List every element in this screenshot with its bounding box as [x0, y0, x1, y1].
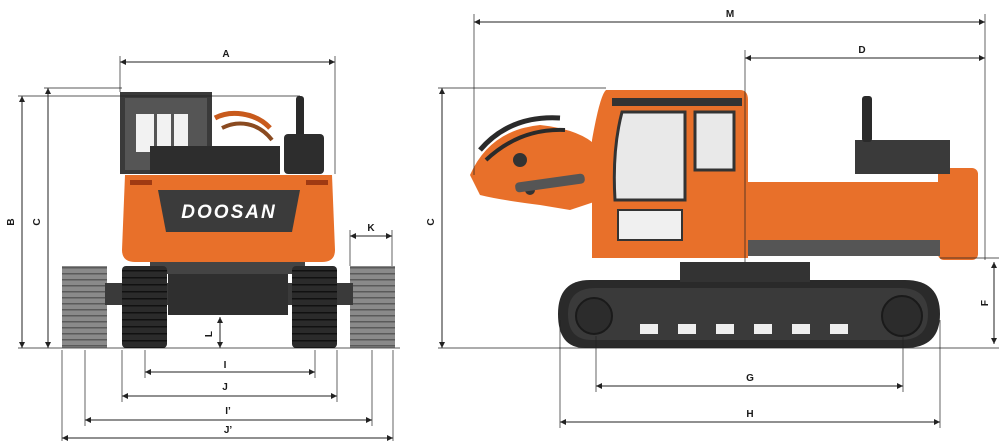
side-counterweight [938, 168, 978, 260]
dim-label-m: M [726, 9, 734, 20]
side-engine-hood [855, 140, 950, 174]
dim-label-f: F [980, 300, 991, 306]
dim-label-i: I [224, 360, 227, 371]
dim-label-c-front: C [32, 218, 43, 225]
dim-label-j-prime: J’ [224, 425, 233, 436]
side-exhaust [862, 96, 872, 142]
dim-label-j: J [222, 382, 228, 393]
dim-label-g: G [746, 373, 754, 384]
dim-label-i-prime: I’ [225, 406, 231, 417]
dim-label-c-side: C [426, 218, 437, 225]
exhaust-stack [296, 96, 304, 138]
front-view: DOOSAN A B C K L I J [6, 49, 400, 441]
engine-hood [150, 146, 280, 174]
left-track [122, 266, 167, 348]
side-view: M D C F G H [426, 9, 999, 428]
dim-label-b: B [6, 218, 17, 225]
right-wide-track [350, 266, 395, 348]
dim-label-l: L [204, 331, 215, 337]
air-filter [284, 134, 324, 174]
left-wide-track [62, 266, 107, 348]
right-track [292, 266, 337, 348]
dim-label-d: D [858, 45, 865, 56]
dim-label-h: H [746, 409, 753, 420]
dim-label-k: K [367, 223, 375, 234]
brand-logo: DOOSAN [181, 202, 276, 223]
swing-base [150, 262, 305, 274]
swing-bearing [680, 262, 810, 282]
dim-label-a: A [222, 49, 229, 60]
undercarriage-center [168, 270, 288, 315]
